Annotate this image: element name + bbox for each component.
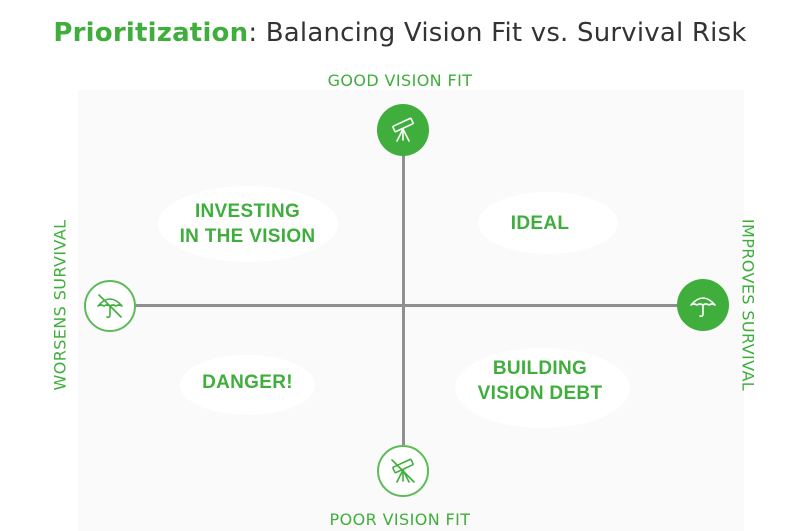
axis-label-left: WORSENS SURVIVAL: [50, 219, 70, 391]
quadrant-danger: DANGER!: [170, 370, 325, 395]
title-highlight: Prioritization: [53, 18, 249, 48]
telescope-icon: [377, 104, 429, 156]
quadrant-label-line: VISION DEBT: [477, 383, 603, 404]
label-backdrop: [455, 348, 630, 428]
axis-label-right: IMPROVES SURVIVAL: [738, 218, 758, 392]
quadrant-label-line: INVESTING: [194, 201, 301, 222]
horizontal-axis: [112, 304, 702, 307]
page-title: Prioritization: Balancing Vision Fit vs.…: [0, 18, 800, 48]
axis-label-bottom: POOR VISION FIT: [329, 510, 471, 529]
axis-label-top: GOOD VISION FIT: [327, 71, 473, 90]
umbrella-crossed-icon: [84, 280, 136, 332]
quadrant-label-line: IN THE VISION: [179, 226, 316, 247]
quadrant-investing-in-the-vision: INVESTING IN THE VISION: [150, 199, 345, 249]
label-backdrop: [158, 186, 338, 262]
telescope-crossed-icon: [377, 445, 429, 497]
quadrant-label-line: BUILDING: [492, 358, 588, 379]
vertical-axis: [402, 130, 405, 445]
title-rest: : Balancing Vision Fit vs. Survival Risk: [248, 18, 747, 48]
label-backdrop: [180, 355, 315, 415]
quadrant-label-line: IDEAL: [510, 213, 570, 234]
quadrant-building-vision-debt: BUILDING VISION DEBT: [450, 356, 630, 406]
quadrant-label-line: DANGER!: [202, 372, 293, 393]
label-backdrop: [478, 192, 618, 254]
quadrant-ideal: IDEAL: [470, 211, 610, 236]
umbrella-icon: [677, 279, 729, 331]
